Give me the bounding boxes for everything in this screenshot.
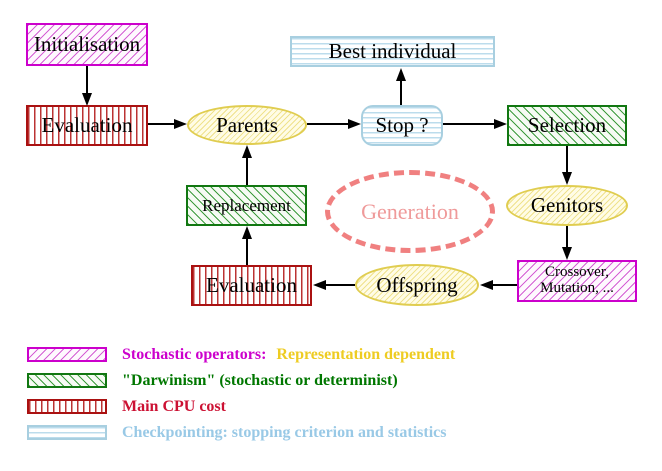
node-parents: Parents (187, 105, 307, 145)
legend-label-main-cpu-cost: Main CPU cost (122, 398, 226, 415)
node-evaluation-bottom: Evaluation (191, 265, 312, 306)
node-offspring-label: Offspring (376, 272, 458, 297)
legend-label-checkpointing: Checkpointing: stopping criterion and st… (122, 424, 447, 441)
node-initialisation: Initialisation (26, 23, 148, 66)
legend-swatch-darwinism (27, 373, 107, 388)
legend-swatch-main-cpu-cost (27, 399, 107, 414)
legend-swatch-stochastic-operators (27, 347, 107, 362)
node-best-individual-label: Best individual (328, 39, 457, 64)
node-offspring: Offspring (355, 264, 479, 306)
legend-text-stochastic-operators: Stochastic operators: (122, 346, 267, 363)
node-mutation-label: Mutation, ... (540, 280, 614, 296)
node-parents-label: Parents (216, 112, 278, 137)
legend-text-representation-dependent: Representation dependent (276, 346, 456, 363)
node-generation-label: Generation (361, 198, 459, 224)
node-crossover-label: Crossover, (545, 264, 609, 281)
node-genitors: Genitors (506, 185, 628, 226)
node-evaluation-top: Evaluation (26, 105, 148, 146)
node-generation: Generation (325, 170, 495, 253)
node-crossover-mutation: Crossover, Mutation, ... (517, 260, 637, 302)
node-best-individual: Best individual (290, 36, 495, 67)
node-replacement-label: Replacement (202, 195, 291, 215)
legend-label-darwinism: "Darwinism" (stochastic or determinist) (122, 372, 398, 389)
node-selection-label: Selection (527, 113, 607, 138)
node-stop: Stop ? (361, 105, 443, 146)
legend-swatch-checkpointing (27, 425, 107, 440)
node-replacement: Replacement (186, 185, 307, 226)
node-stop-label: Stop ? (375, 113, 429, 138)
node-evaluation-top-label: Evaluation (41, 113, 133, 138)
node-genitors-label: Genitors (530, 193, 604, 218)
node-selection: Selection (507, 105, 627, 146)
node-initialisation-label: Initialisation (33, 32, 141, 57)
legend-label-stochastic-operators: Stochastic operators: Representation dep… (122, 346, 455, 364)
node-evaluation-bottom-label: Evaluation (206, 273, 297, 298)
